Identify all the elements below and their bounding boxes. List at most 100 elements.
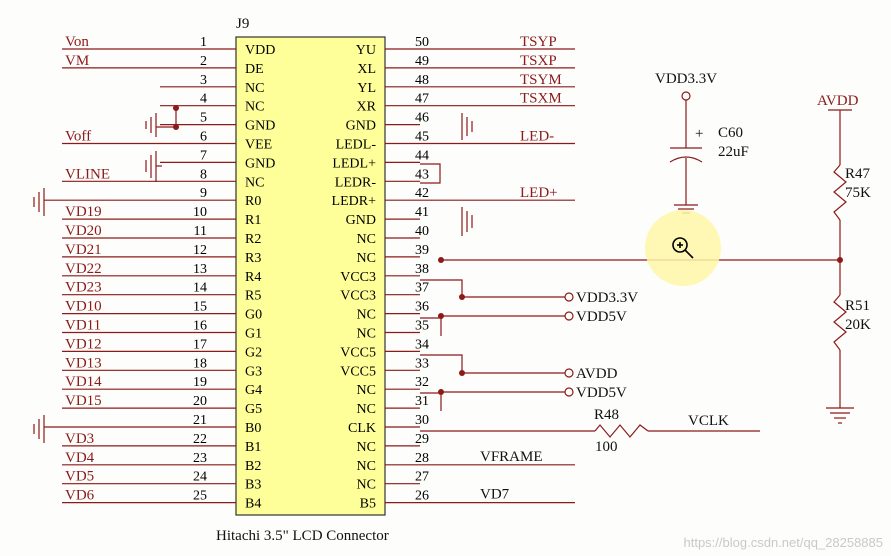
pin-name: NC <box>245 175 264 190</box>
net-label: VD6 <box>65 488 95 504</box>
net-label: LED+ <box>520 185 558 201</box>
junction-dot <box>438 257 444 263</box>
pin-name: G0 <box>245 308 262 323</box>
pin-name: R2 <box>245 232 261 247</box>
connector-ref: J9 <box>236 16 249 32</box>
pin-number: 43 <box>415 167 429 182</box>
pin-number: 42 <box>415 186 429 201</box>
led-jumper <box>420 163 441 184</box>
junction-dot <box>438 389 444 395</box>
ground-tie-wires <box>156 108 177 167</box>
pin-name: B2 <box>245 459 261 474</box>
pin-number: 1 <box>200 35 207 50</box>
pin-number: 41 <box>415 205 429 220</box>
net-label: VD7 <box>480 487 510 503</box>
pin-name: NC <box>357 327 376 342</box>
pin-number: 44 <box>415 148 429 163</box>
net-label: VD14 <box>65 374 102 390</box>
pin-number: 5 <box>200 111 207 126</box>
pin-name: NC <box>357 232 376 247</box>
pin-name: NC <box>357 440 376 455</box>
pin-number: 30 <box>415 413 429 428</box>
connector-body <box>235 36 386 516</box>
pin-name: R4 <box>245 270 261 285</box>
cursor-highlight <box>645 210 721 286</box>
pin-name: NC <box>357 308 376 323</box>
net-label: VD22 <box>65 261 102 277</box>
power-port-label: VDD5V <box>576 385 627 401</box>
pin-group: 1VDDVon2DEVM3NC4NC5GND6VEEVoff7GND8NCVLI… <box>44 34 575 512</box>
pin-number: 32 <box>415 375 429 390</box>
pin-number: 40 <box>415 224 429 239</box>
pin-number: 2 <box>200 54 207 69</box>
pin-name: B3 <box>245 478 261 493</box>
net-label: TSXP <box>520 53 557 69</box>
junction-dot <box>438 313 444 319</box>
pin-number: 50 <box>415 35 429 50</box>
pin-name: R3 <box>245 251 261 266</box>
ground-symbol-left-2 <box>145 151 157 182</box>
pin-number: 18 <box>193 356 207 371</box>
power-port-3: AVDD <box>564 366 618 382</box>
pin-name: B0 <box>245 421 261 436</box>
power-port-label: VDD5V <box>576 309 627 325</box>
pin-number: 49 <box>415 54 429 69</box>
r48-ref: R48 <box>594 407 619 423</box>
net-label: TSYP <box>520 34 557 50</box>
pin-name: NC <box>357 402 376 417</box>
pin-name: LEDR+ <box>332 194 377 209</box>
pin-number: 10 <box>193 205 207 220</box>
net-label: VLINE <box>65 166 110 182</box>
pin-number: 39 <box>415 243 429 258</box>
ground-symbol-right-1 <box>461 113 473 140</box>
pin-name: R0 <box>245 194 261 209</box>
net-label: Von <box>65 34 89 50</box>
net-label: VD11 <box>65 318 101 334</box>
connector-name: Hitachi 3.5" LCD Connector <box>216 528 389 544</box>
c60-plus: + <box>695 126 703 142</box>
power-wires <box>420 279 565 411</box>
pin-number: 29 <box>415 432 429 447</box>
net-label: VFRAME <box>480 449 543 465</box>
junction-dot <box>459 294 465 300</box>
pin-number: 4 <box>200 92 207 107</box>
net-label: VD19 <box>65 204 102 220</box>
junction-dot <box>459 370 465 376</box>
pin-name: NC <box>245 81 264 96</box>
pin-name: G5 <box>245 402 262 417</box>
r51-ref: R51 <box>845 298 870 314</box>
pin-number: 6 <box>200 130 207 145</box>
pin-number: 19 <box>193 375 207 390</box>
pin-name: GND <box>346 213 376 228</box>
pin-number: 22 <box>193 432 207 447</box>
pin-number: 11 <box>194 224 207 239</box>
pin-number: 21 <box>193 413 207 428</box>
pin-name: R1 <box>245 213 261 228</box>
net-label: VD12 <box>65 336 102 352</box>
pin-name: LEDL+ <box>332 156 376 171</box>
pin-number: 46 <box>415 111 429 126</box>
pin-number: 24 <box>193 470 207 485</box>
r47-value: 75K <box>845 185 871 201</box>
pin-name: XL <box>357 62 376 77</box>
pin-name: LEDR- <box>335 175 377 190</box>
pin-number: 16 <box>193 319 207 334</box>
pin-name: DE <box>245 62 264 77</box>
pin-number: 26 <box>415 489 429 504</box>
pin-name: VCC3 <box>340 289 376 304</box>
pin-name: LEDL- <box>336 138 377 153</box>
r47-ref: R47 <box>845 166 871 182</box>
net-label: TSXM <box>520 91 562 107</box>
pin-name: G2 <box>245 345 262 360</box>
c60-ref: C60 <box>718 125 743 141</box>
pin-name: NC <box>357 478 376 493</box>
pin-name: YL <box>357 81 376 96</box>
pin-number: 23 <box>193 451 207 466</box>
pin-number: 7 <box>200 148 207 163</box>
net-label: VD4 <box>65 450 95 466</box>
pin-name: B4 <box>245 497 261 512</box>
pin-number: 35 <box>415 319 429 334</box>
pin-number: 13 <box>193 262 207 277</box>
net-label: VD13 <box>65 355 102 371</box>
